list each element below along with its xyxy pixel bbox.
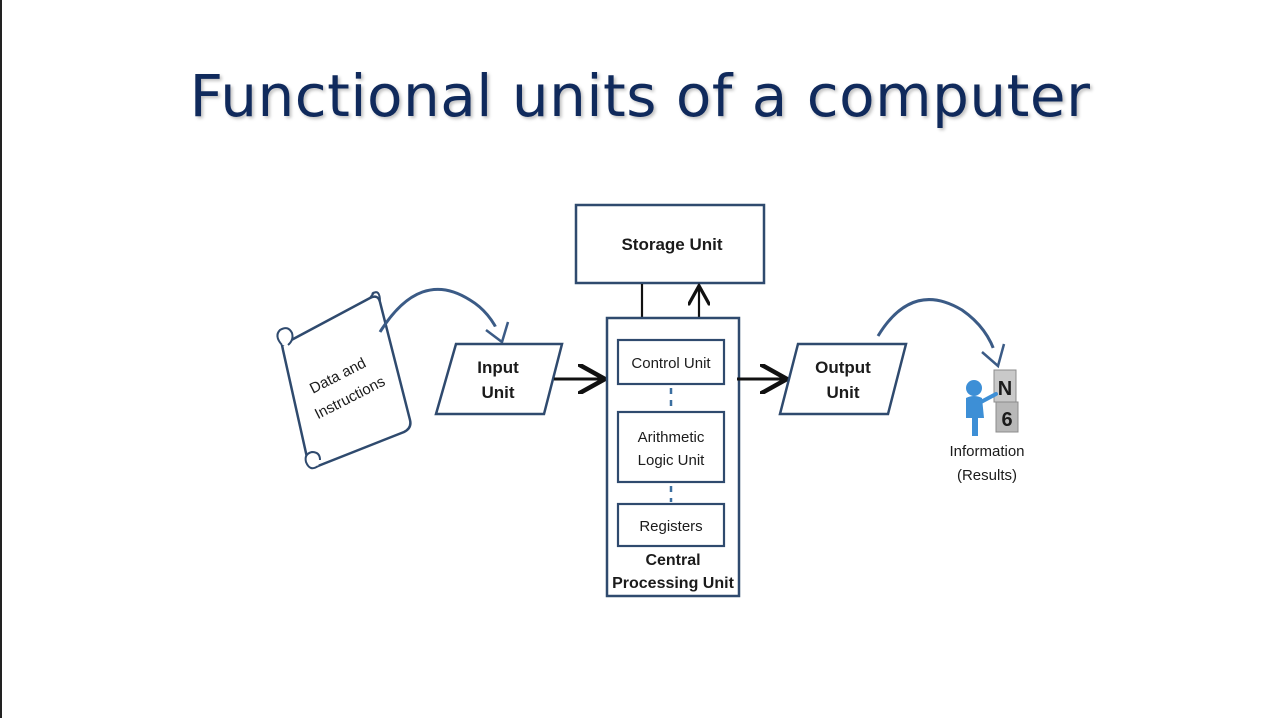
output-unit-label-line1: Output: [815, 358, 871, 377]
registers-unit: Registers: [616, 502, 726, 548]
curved-arrow-to-input-head: [485, 321, 510, 345]
slide-title: Functional units of a computer: [189, 62, 1091, 130]
svg-text:6: 6: [1001, 409, 1012, 431]
output-unit-label-line2: Unit: [826, 383, 859, 402]
registers-label: Registers: [639, 518, 702, 535]
storage-unit-label: Storage Unit: [621, 235, 722, 254]
cpu-label-line1: Central: [645, 552, 700, 569]
person-info-icon: N 6: [966, 369, 1019, 436]
curved-arrow-to-information: [876, 298, 998, 357]
storage-unit: Storage Unit: [574, 203, 766, 285]
data-instructions-scroll: Data and Instructions: [276, 291, 412, 470]
information-label-line1: Information: [949, 443, 1024, 460]
output-unit: Output Unit: [778, 342, 908, 416]
alu-label-line1: Arithmetic: [638, 429, 705, 446]
input-unit-label-line2: Unit: [481, 383, 514, 402]
alu-label-line2: Logic Unit: [638, 452, 706, 469]
alu-unit: Arithmetic Logic Unit: [616, 410, 726, 484]
input-unit-label-line1: Input: [477, 358, 519, 377]
control-unit: Control Unit: [616, 338, 726, 386]
control-unit-label: Control Unit: [631, 355, 711, 372]
curved-arrow-to-input: [378, 287, 502, 337]
cpu-label-line2: Processing Unit: [612, 575, 734, 592]
information-label-line2: (Results): [957, 467, 1017, 484]
input-unit: Input Unit: [434, 342, 564, 416]
curved-arrow-to-information-head: [981, 343, 1006, 369]
svg-text:N: N: [998, 378, 1012, 400]
